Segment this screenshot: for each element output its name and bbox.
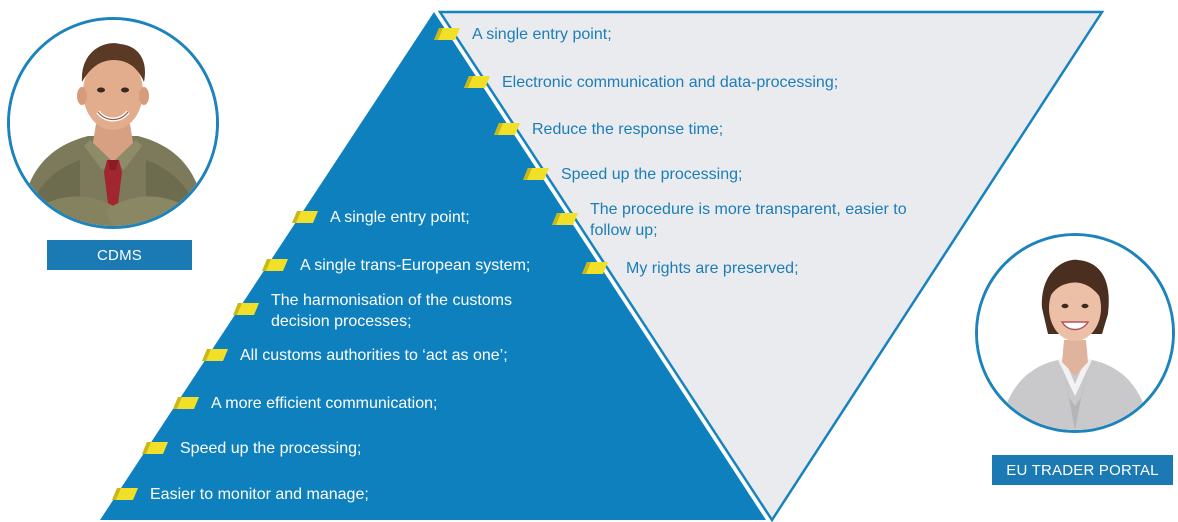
woman-portrait-icon [978, 236, 1172, 430]
cdms-benefit-5: A more efficient communication; [173, 393, 437, 414]
trader-benefit-6: My rights are preserved; [582, 258, 799, 279]
tab-marker-icon [292, 211, 318, 223]
trader-benefit-4: Speed up the processing; [523, 164, 742, 185]
trader-benefit-text: Reduce the response time; [532, 121, 724, 138]
trader-benefit-2: Electronic communication and data-proces… [464, 72, 838, 93]
tab-marker-icon [582, 262, 608, 274]
cdms-benefit-text: All customs authorities to ‘act as one’; [240, 347, 508, 364]
trader-avatar [975, 233, 1175, 433]
tab-marker-icon [112, 488, 138, 500]
tab-marker-icon [262, 259, 288, 271]
trader-benefit-text: My rights are preserved; [626, 260, 799, 277]
cdms-role-label: CDMS [47, 240, 192, 270]
tab-marker-icon [142, 442, 168, 454]
trader-benefit-3: Reduce the response time; [494, 119, 723, 140]
trader-benefit-text: A single entry point; [472, 26, 612, 43]
man-portrait-icon [10, 20, 216, 226]
tab-marker-icon [434, 28, 460, 40]
cdms-triangle [100, 12, 766, 520]
tab-marker-icon [523, 168, 549, 180]
cdms-benefit-text: The harmonisation of the customs decisio… [271, 292, 513, 330]
cdms-benefit-text: Easier to monitor and manage; [150, 486, 369, 503]
trader-role-label: EU TRADER PORTAL [992, 455, 1173, 485]
tab-marker-icon [494, 123, 520, 135]
trader-benefit-text: Speed up the processing; [561, 166, 743, 183]
cdms-benefit-text: A more efficient communication; [211, 395, 438, 412]
trader-benefit-text: Electronic communication and data-proces… [502, 74, 839, 91]
tab-marker-icon [233, 303, 259, 315]
cdms-benefit-1: A single entry point; [292, 207, 470, 228]
tab-marker-icon [202, 349, 228, 361]
trader-benefit-5: The procedure is more transparent, easie… [552, 199, 952, 241]
cdms-benefit-4: All customs authorities to ‘act as one’; [202, 345, 508, 366]
cdms-benefit-text: A single trans-European system; [300, 257, 531, 274]
tab-marker-icon [464, 76, 490, 88]
tab-marker-icon [173, 397, 199, 409]
cdms-benefit-2: A single trans-European system; [262, 255, 530, 276]
trader-benefit-text: The procedure is more transparent, easie… [590, 201, 907, 239]
cdms-benefit-6: Speed up the processing; [142, 438, 361, 459]
cdms-benefit-text: A single entry point; [330, 209, 470, 226]
tab-marker-icon [552, 213, 578, 225]
cdms-officer-avatar [7, 17, 219, 229]
cdms-benefit-7: Easier to monitor and manage; [112, 484, 369, 505]
cdms-benefit-3: The harmonisation of the customs decisio… [233, 290, 573, 332]
cdms-benefit-text: Speed up the processing; [180, 440, 362, 457]
trader-benefit-1: A single entry point; [434, 24, 612, 45]
